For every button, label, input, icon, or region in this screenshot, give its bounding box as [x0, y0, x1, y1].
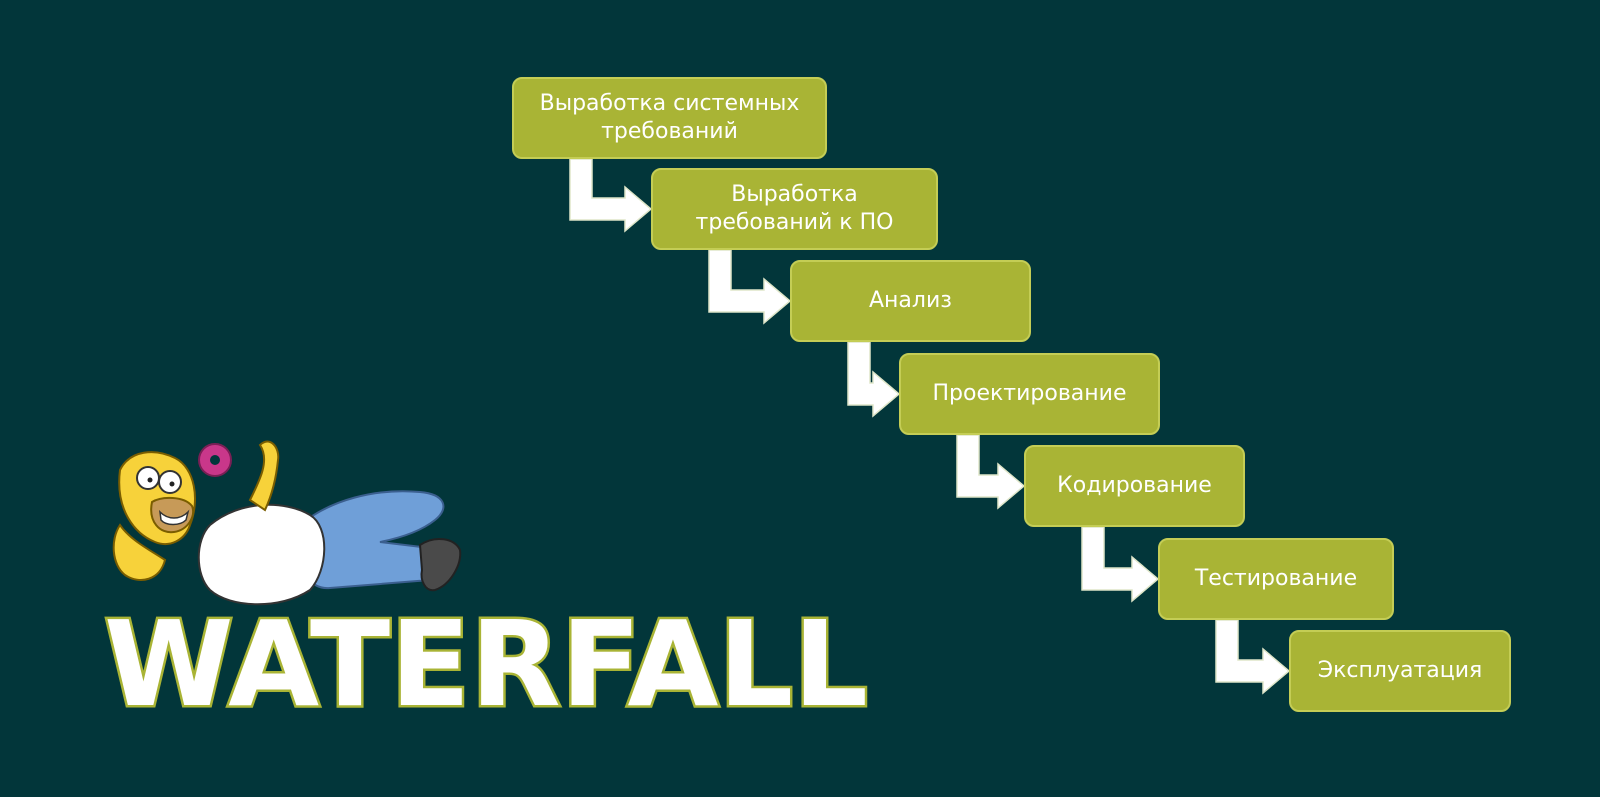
- step-design: Проектирование: [899, 353, 1160, 435]
- step-testing: Тестирование: [1158, 538, 1394, 620]
- arrow-icon: [1215, 619, 1291, 695]
- waterfall-title: WATERFALL: [102, 607, 871, 717]
- step-operation: Эксплуатация: [1289, 630, 1511, 712]
- arrow-icon: [708, 249, 792, 325]
- arrow-icon: [569, 158, 653, 233]
- step-label: Анализ: [869, 288, 952, 313]
- step-label: Эксплуатация: [1317, 658, 1483, 683]
- step-label: Проектирование: [932, 381, 1127, 406]
- step-label: Выработка системных требований: [539, 91, 800, 144]
- step-system-requirements: Выработка системных требований: [512, 77, 827, 159]
- title-text: WATERFALL: [104, 607, 868, 717]
- arrow-icon: [956, 434, 1026, 510]
- arrow-icon: [1081, 526, 1160, 603]
- step-coding: Кодирование: [1024, 445, 1245, 527]
- homer-reclining-with-donut-icon: [112, 440, 462, 606]
- step-label: Выработка требований к ПО: [695, 182, 894, 235]
- step-software-requirements: Выработка требований к ПО: [651, 168, 938, 250]
- step-analysis: Анализ: [790, 260, 1031, 342]
- step-label: Кодирование: [1057, 473, 1212, 498]
- arrow-icon: [847, 341, 901, 418]
- step-label: Тестирование: [1194, 566, 1358, 591]
